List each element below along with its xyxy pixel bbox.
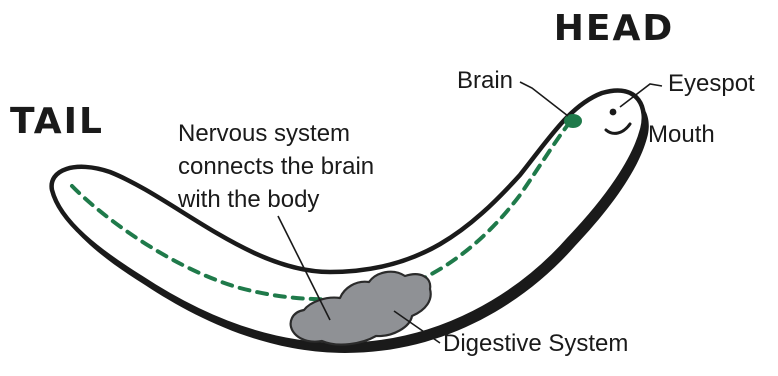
brain-label: Brain xyxy=(457,67,513,94)
head-heading: HEAD xyxy=(554,8,674,49)
digestive-system-label: Digestive System xyxy=(443,330,628,357)
eyespot-label: Eyespot xyxy=(668,70,755,97)
brain-leader-line xyxy=(520,82,568,116)
nervous-system-label-line1: Nervous system xyxy=(178,120,350,147)
brain-spot xyxy=(564,114,582,128)
nervous-system-label-line3: with the body xyxy=(177,186,319,213)
tail-heading: TAIL xyxy=(10,101,104,142)
nervous-system-label-line2: connects the brain xyxy=(178,153,374,180)
eyespot-dot xyxy=(610,109,617,116)
mouth-label: Mouth xyxy=(648,121,715,148)
